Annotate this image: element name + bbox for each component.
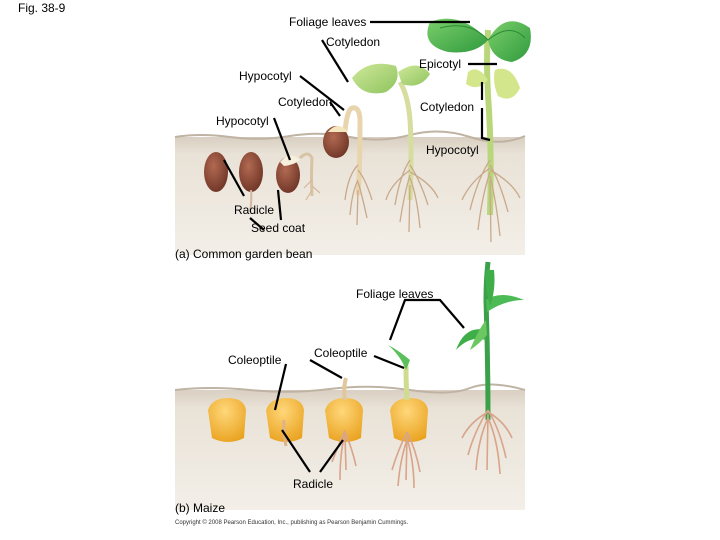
label-cotyledon-top: Cotyledon: [326, 35, 380, 49]
label-foliage-leaves-maize: Foliage leaves: [356, 287, 433, 301]
label-foliage-leaves: Foliage leaves: [289, 15, 366, 29]
label-epicotyl: Epicotyl: [419, 57, 461, 71]
label-radicle: Radicle: [234, 203, 274, 217]
caption-bean: (a) Common garden bean: [175, 247, 312, 261]
bean-seed-1: [204, 152, 228, 192]
label-hypocotyl-upper: Hypocotyl: [239, 69, 292, 83]
label-hypocotyl-right: Hypocotyl: [426, 143, 479, 157]
maize-kernel-1: [208, 398, 246, 442]
label-cotyledon-mid: Cotyledon: [278, 95, 332, 109]
maize-kernel-2: [266, 398, 304, 446]
label-seed-coat: Seed coat: [251, 221, 306, 235]
label-coleoptile-left: Coleoptile: [228, 353, 282, 367]
label-hypocotyl-left: Hypocotyl: [216, 114, 269, 128]
label-coleoptile-right: Coleoptile: [314, 346, 368, 360]
label-cotyledon-right: Cotyledon: [420, 100, 474, 114]
caption-maize: (b) Maize: [175, 501, 225, 515]
maize-panel: Foliage leaves Coleoptile Coleoptile Rad…: [175, 262, 525, 526]
leader-coleoptile-mid: [310, 360, 342, 378]
figure-number: Fig. 38-9: [18, 1, 66, 15]
copyright-notice: Copyright © 2008 Pearson Education, Inc.…: [175, 519, 409, 526]
label-radicle-maize: Radicle: [293, 477, 333, 491]
leader-coleoptile-right: [374, 356, 404, 368]
leader-foliage-leaves-maize: [390, 300, 464, 340]
bean-panel: Foliage leaves Cotyledon Epicotyl Hypoco…: [175, 15, 531, 261]
